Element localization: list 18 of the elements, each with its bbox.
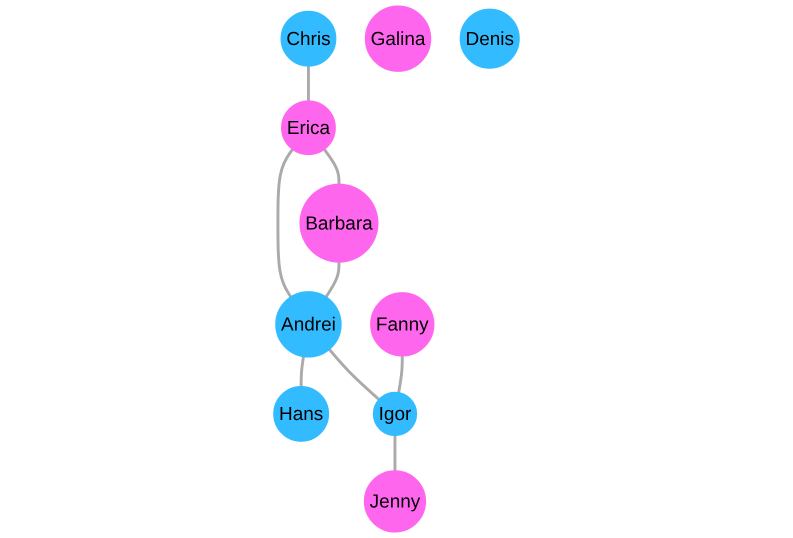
connector	[325, 262, 340, 298]
connector	[323, 148, 340, 184]
node-circle: Galina	[364, 5, 432, 72]
node-circle: Erica	[281, 100, 336, 156]
connector	[306, 66, 310, 101]
node-circle: Chris	[280, 10, 336, 67]
node-circle: Igor	[372, 392, 418, 436]
connector	[397, 356, 404, 393]
node-circle: Andrei	[275, 291, 342, 358]
connector	[300, 356, 305, 386]
node-circle: Jenny	[364, 470, 426, 533]
node-circle: Barbara	[299, 184, 378, 263]
connector	[394, 436, 396, 471]
node-circle: Hans	[273, 386, 330, 442]
connector	[328, 348, 380, 400]
node-circle: Fanny	[370, 292, 434, 356]
connector	[276, 148, 294, 298]
node-circle: Denis	[460, 8, 520, 69]
